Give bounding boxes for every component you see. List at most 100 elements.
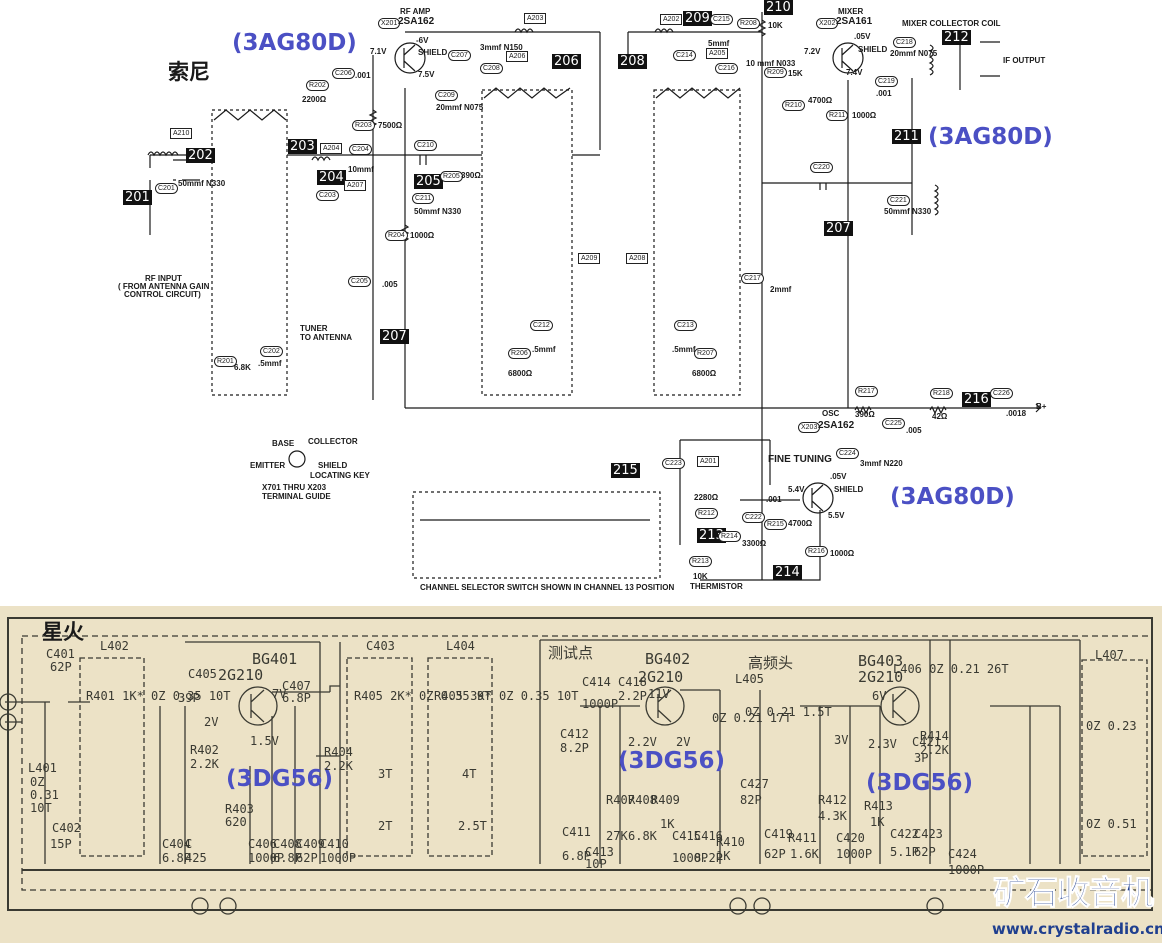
component-id: R215 bbox=[764, 519, 787, 530]
component-value: .0018 bbox=[1006, 409, 1027, 418]
label: 2.5T bbox=[458, 819, 487, 833]
label: C406 bbox=[248, 837, 277, 851]
model-note: (3DG56) bbox=[618, 748, 726, 774]
label: C404 bbox=[162, 837, 191, 851]
component-id: R212 bbox=[695, 508, 718, 519]
label: C418 bbox=[618, 675, 647, 689]
component-id: C211 bbox=[412, 193, 435, 204]
label: 62P bbox=[50, 660, 72, 674]
component-id: C216 bbox=[715, 63, 738, 74]
component-id: C209 bbox=[435, 90, 458, 101]
component-id: C208 bbox=[480, 63, 503, 74]
component-value: 2mmf bbox=[770, 285, 792, 294]
component-id: A207 bbox=[344, 180, 367, 191]
label: L407 bbox=[1095, 648, 1124, 662]
label: X203 bbox=[798, 422, 821, 433]
label: C414 bbox=[582, 675, 611, 689]
model-note: (3AG80D) bbox=[928, 124, 1053, 150]
component-id: R206 bbox=[508, 348, 531, 359]
osc-transistor bbox=[802, 482, 834, 514]
label: L405 bbox=[735, 672, 764, 686]
label: 2.2K bbox=[920, 743, 949, 757]
label: 82P bbox=[740, 793, 762, 807]
component-id: C201 bbox=[155, 183, 178, 194]
component-id: R205 bbox=[440, 171, 463, 182]
zigzag bbox=[483, 87, 571, 99]
label: C bbox=[185, 837, 193, 851]
label: 5.4V bbox=[788, 485, 805, 494]
label: C413 bbox=[585, 845, 614, 859]
node-tag: 202 bbox=[186, 148, 215, 163]
label: 6V bbox=[872, 689, 887, 703]
label: R412 bbox=[818, 793, 847, 807]
component-value: 42Ω bbox=[932, 412, 948, 421]
label: .05V bbox=[830, 472, 847, 481]
node-tag: 207 bbox=[380, 329, 409, 344]
zigzag bbox=[655, 87, 741, 99]
label: 6.8K bbox=[628, 829, 657, 843]
component-value: 50mmf N330 bbox=[178, 179, 226, 188]
label: SHIELD bbox=[318, 461, 348, 470]
model-note: (3DG56) bbox=[226, 766, 334, 792]
label: ( FROM ANTENNA GAIN bbox=[118, 282, 210, 291]
label: 0Z 0.51 bbox=[1086, 817, 1137, 831]
mixer-transistor bbox=[832, 42, 864, 74]
label: 1000P bbox=[672, 851, 709, 865]
component-id: R207 bbox=[694, 348, 717, 359]
label: CHANNEL SELECTOR SWITCH SHOWN IN CHANNEL… bbox=[420, 583, 675, 592]
label: 15P bbox=[50, 837, 72, 851]
label: 测试点 bbox=[548, 644, 594, 662]
label: BG402 bbox=[645, 650, 691, 668]
label: B+ bbox=[1036, 402, 1047, 411]
coil-l403 bbox=[346, 657, 413, 857]
label: 2.2V bbox=[628, 735, 657, 749]
component-value: 15K bbox=[788, 69, 803, 78]
label: RF AMP bbox=[400, 7, 431, 16]
label: 3T bbox=[378, 767, 393, 781]
component-value: 10mmf bbox=[348, 165, 374, 174]
component-id: C203 bbox=[316, 190, 339, 201]
label: 6.8P bbox=[562, 849, 591, 863]
component-id: A209 bbox=[578, 253, 601, 264]
label: 0Z 0.23 bbox=[1086, 719, 1137, 733]
component-id: C210 bbox=[414, 140, 437, 151]
label: R405 3K* 0Z 0.35 10T bbox=[434, 689, 579, 703]
component-id: R210 bbox=[782, 100, 805, 111]
label: 2V bbox=[676, 735, 691, 749]
label: R414 bbox=[920, 729, 949, 743]
label: SHIELD bbox=[834, 485, 864, 494]
label: .05V bbox=[854, 32, 871, 41]
component-id: A201 bbox=[697, 456, 720, 467]
label: 7V bbox=[272, 687, 287, 701]
label: CONTROL CIRCUIT) bbox=[124, 290, 201, 299]
label: 0Z 0.21 17T bbox=[712, 711, 792, 725]
component-value: 4700Ω bbox=[808, 96, 833, 105]
component-id: C225 bbox=[882, 418, 905, 429]
label: 1000P bbox=[248, 851, 285, 865]
component-value: .001 bbox=[355, 71, 371, 80]
bg401-transistor bbox=[238, 686, 278, 726]
label: R407 bbox=[606, 793, 635, 807]
label: C409 bbox=[296, 837, 325, 851]
rf-amp-transistor bbox=[394, 42, 426, 74]
label: 1000P bbox=[836, 847, 873, 861]
coil-l402 bbox=[79, 657, 145, 857]
component-id: R202 bbox=[306, 80, 329, 91]
shield-outline bbox=[21, 635, 1153, 891]
component-id: C202 bbox=[260, 346, 283, 357]
tuner-section-2 bbox=[481, 89, 573, 396]
label: 2SA162 bbox=[398, 16, 435, 27]
label: 1.5V bbox=[250, 734, 279, 748]
label: 0.31 bbox=[30, 788, 59, 802]
label: C402 bbox=[52, 821, 81, 835]
label: 0Z 0.21 1.5T bbox=[745, 705, 832, 719]
component-value: 1000Ω bbox=[852, 111, 877, 120]
component-value: 50mmf N330 bbox=[414, 207, 462, 216]
label: 2G210 bbox=[858, 668, 904, 686]
label: 2.2P bbox=[618, 689, 647, 703]
watermark-url: www.crystalradio.cn bbox=[992, 920, 1162, 938]
label: COLLECTOR bbox=[308, 437, 358, 446]
coil-l404 bbox=[427, 657, 493, 857]
label: 2G210 bbox=[218, 666, 264, 684]
component-id: R213 bbox=[689, 556, 712, 567]
